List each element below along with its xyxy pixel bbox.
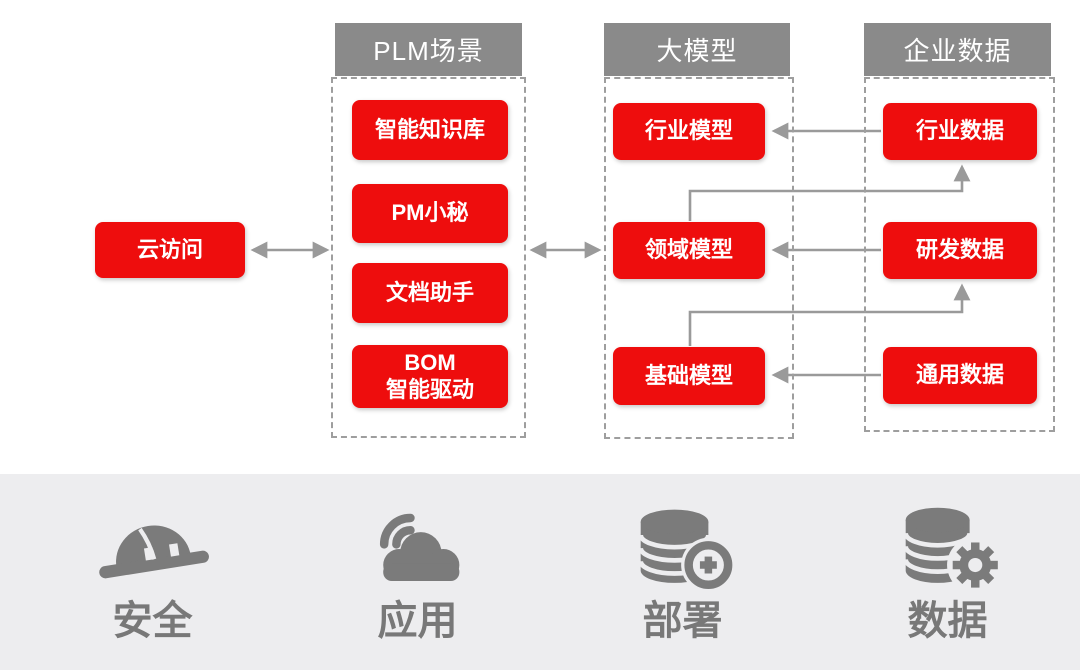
node-intelligent-knowledge-base: 智能知识库	[352, 100, 508, 160]
footer-item-deployment: 部署	[550, 503, 815, 641]
cloud-signal-icon	[379, 513, 459, 582]
group-header-label: 大模型	[656, 36, 738, 66]
footer-label-security: 安全	[112, 599, 193, 643]
group-container-large-model	[604, 77, 794, 439]
node-industry-model: 行业模型	[613, 103, 765, 160]
node-rd-data: 研发数据	[883, 222, 1037, 279]
node-general-data: 通用数据	[883, 347, 1037, 404]
node-label: 行业模型	[644, 118, 733, 144]
architecture-diagram: 云访问 PLM场景 智能知识库 PM小秘 文档助手 BOM 智能驱动 大模型 行…	[95, 23, 1055, 439]
node-label: 文档助手	[385, 279, 474, 305]
group-container-enterprise-data	[864, 77, 1055, 432]
node-document-assistant: 文档助手	[352, 263, 508, 323]
footer-capability-band: 安全 应用	[0, 474, 1080, 670]
group-container-plm-scenarios	[331, 77, 526, 438]
node-label-line2: 智能驱动	[385, 376, 474, 402]
node-label: PM小秘	[391, 200, 469, 226]
group-header-plm-scenarios: PLM场景	[335, 23, 522, 76]
footer-label-deployment: 部署	[642, 599, 723, 643]
node-label: 研发数据	[915, 237, 1004, 263]
node-label: 基础模型	[644, 362, 733, 388]
group-header-large-model: 大模型	[604, 23, 790, 76]
node-label: 行业数据	[915, 118, 1004, 144]
group-header-label: 企业数据	[903, 36, 1012, 66]
node-label: 通用数据	[915, 362, 1004, 388]
footer-item-security: 安全	[20, 503, 285, 641]
node-base-model: 基础模型	[613, 347, 765, 405]
footer-label-application: 应用	[377, 599, 458, 643]
database-add-icon	[637, 509, 736, 593]
group-header-enterprise-data: 企业数据	[864, 23, 1051, 76]
node-industry-data: 行业数据	[883, 103, 1037, 160]
footer-label-data: 数据	[907, 599, 988, 643]
footer-item-application: 应用	[285, 503, 550, 641]
node-label-line1: BOM	[404, 350, 456, 376]
node-label: 智能知识库	[374, 116, 485, 142]
node-label: 领域模型	[644, 237, 733, 263]
footer-item-data: 数据	[815, 503, 1080, 641]
group-header-label: PLM场景	[373, 36, 484, 66]
node-bom-intelligent-drive: BOM 智能驱动	[352, 345, 508, 408]
hard-hat-icon	[98, 525, 209, 579]
node-label: 云访问	[136, 236, 203, 262]
node-cloud-access: 云访问	[95, 222, 245, 278]
node-pm-assistant: PM小秘	[352, 184, 508, 243]
node-domain-model: 领域模型	[613, 222, 765, 279]
database-gear-icon	[902, 507, 1003, 594]
